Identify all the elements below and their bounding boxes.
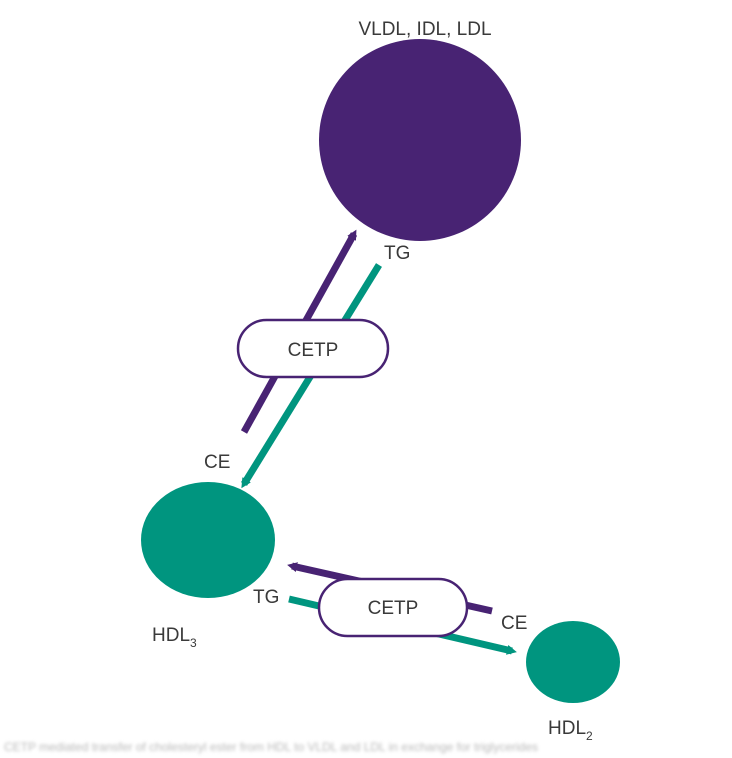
hdl2-particle: [526, 621, 620, 703]
figure-caption: CETP mediated transfer of cholesteryl es…: [4, 740, 539, 754]
ce-label-hdl2: CE: [501, 613, 527, 634]
tg-label-top: TG: [384, 243, 410, 264]
cetp-lower-label: CETP: [368, 598, 419, 619]
hdl2-label-main: HDL: [548, 718, 586, 739]
hdl3-label: HDL3: [152, 625, 197, 650]
hdl2-label-sub: 2: [586, 729, 593, 743]
hdl2-label: HDL2: [548, 718, 593, 743]
hdl3-label-sub: 3: [190, 636, 197, 650]
cetp-upper: CETP: [236, 318, 390, 379]
hdl3-particle: [141, 482, 275, 598]
cetp-lower: CETP: [317, 577, 469, 638]
vldl-idl-ldl-particle: [319, 39, 521, 241]
hdl3-label-main: HDL: [152, 625, 190, 646]
ce-label-mid: CE: [204, 452, 230, 473]
vldl-idl-ldl-label: VLDL, IDL, LDL: [358, 19, 491, 40]
tg-label-hdl3: TG: [253, 587, 279, 608]
cetp-upper-label: CETP: [288, 340, 339, 361]
